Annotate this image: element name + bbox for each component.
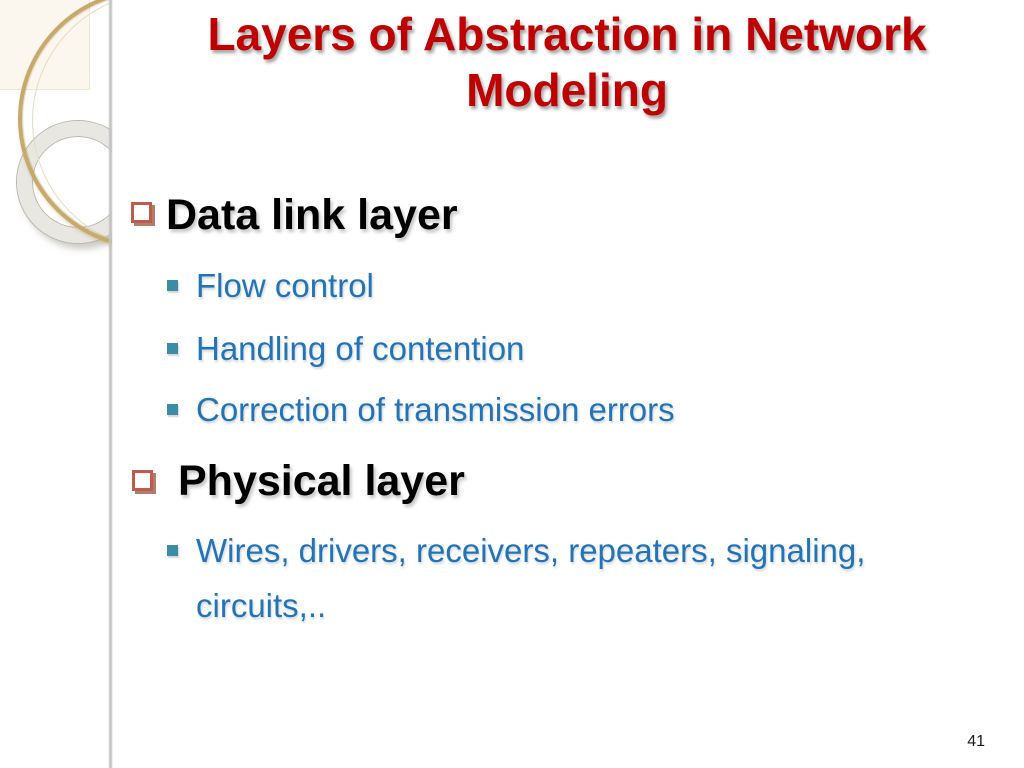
bullet-item-label: Data link layer xyxy=(166,191,458,239)
bullet-item-label: Physical layer xyxy=(178,457,465,505)
sub-bullet-label: Correction of transmission errors xyxy=(196,391,675,428)
sub-bullet-label: Flow control xyxy=(196,267,374,304)
sub-bullet-wires-drivers: Wires, drivers, receivers, repeaters, si… xyxy=(0,531,1024,575)
teal-square-bullet-icon xyxy=(167,404,178,415)
bullet-item-data-link-layer: Data link layer xyxy=(0,190,1024,248)
sub-bullet-label: Wires, drivers, receivers, repeaters, si… xyxy=(196,532,866,569)
sub-bullet-wires-drivers-continuation: circuits,.. xyxy=(0,586,1024,630)
slide-title-line2: Modeling xyxy=(466,64,668,116)
teal-square-bullet-icon xyxy=(167,545,178,556)
vertical-divider xyxy=(108,0,113,768)
sub-bullet-correction-of-transmission-errors: Correction of transmission errors xyxy=(0,390,1024,434)
slide-title: Layers of Abstraction in Network Modelin… xyxy=(118,6,1016,118)
slide-title-line1: Layers of Abstraction in Network xyxy=(207,8,927,60)
sub-bullet-label-continuation: circuits,.. xyxy=(196,587,327,624)
bullet-item-physical-layer: Physical layer xyxy=(0,456,1024,514)
open-square-bullet-icon xyxy=(131,202,152,223)
left-decoration xyxy=(0,0,112,768)
open-square-bullet-icon xyxy=(132,470,153,491)
sub-bullet-flow-control: Flow control xyxy=(0,266,1024,310)
teal-square-bullet-icon xyxy=(167,280,178,291)
slide-number: 41 xyxy=(967,733,985,750)
teal-square-bullet-icon xyxy=(167,343,178,354)
sub-bullet-handling-of-contention: Handling of contention xyxy=(0,329,1024,373)
sub-bullet-label: Handling of contention xyxy=(196,330,525,367)
